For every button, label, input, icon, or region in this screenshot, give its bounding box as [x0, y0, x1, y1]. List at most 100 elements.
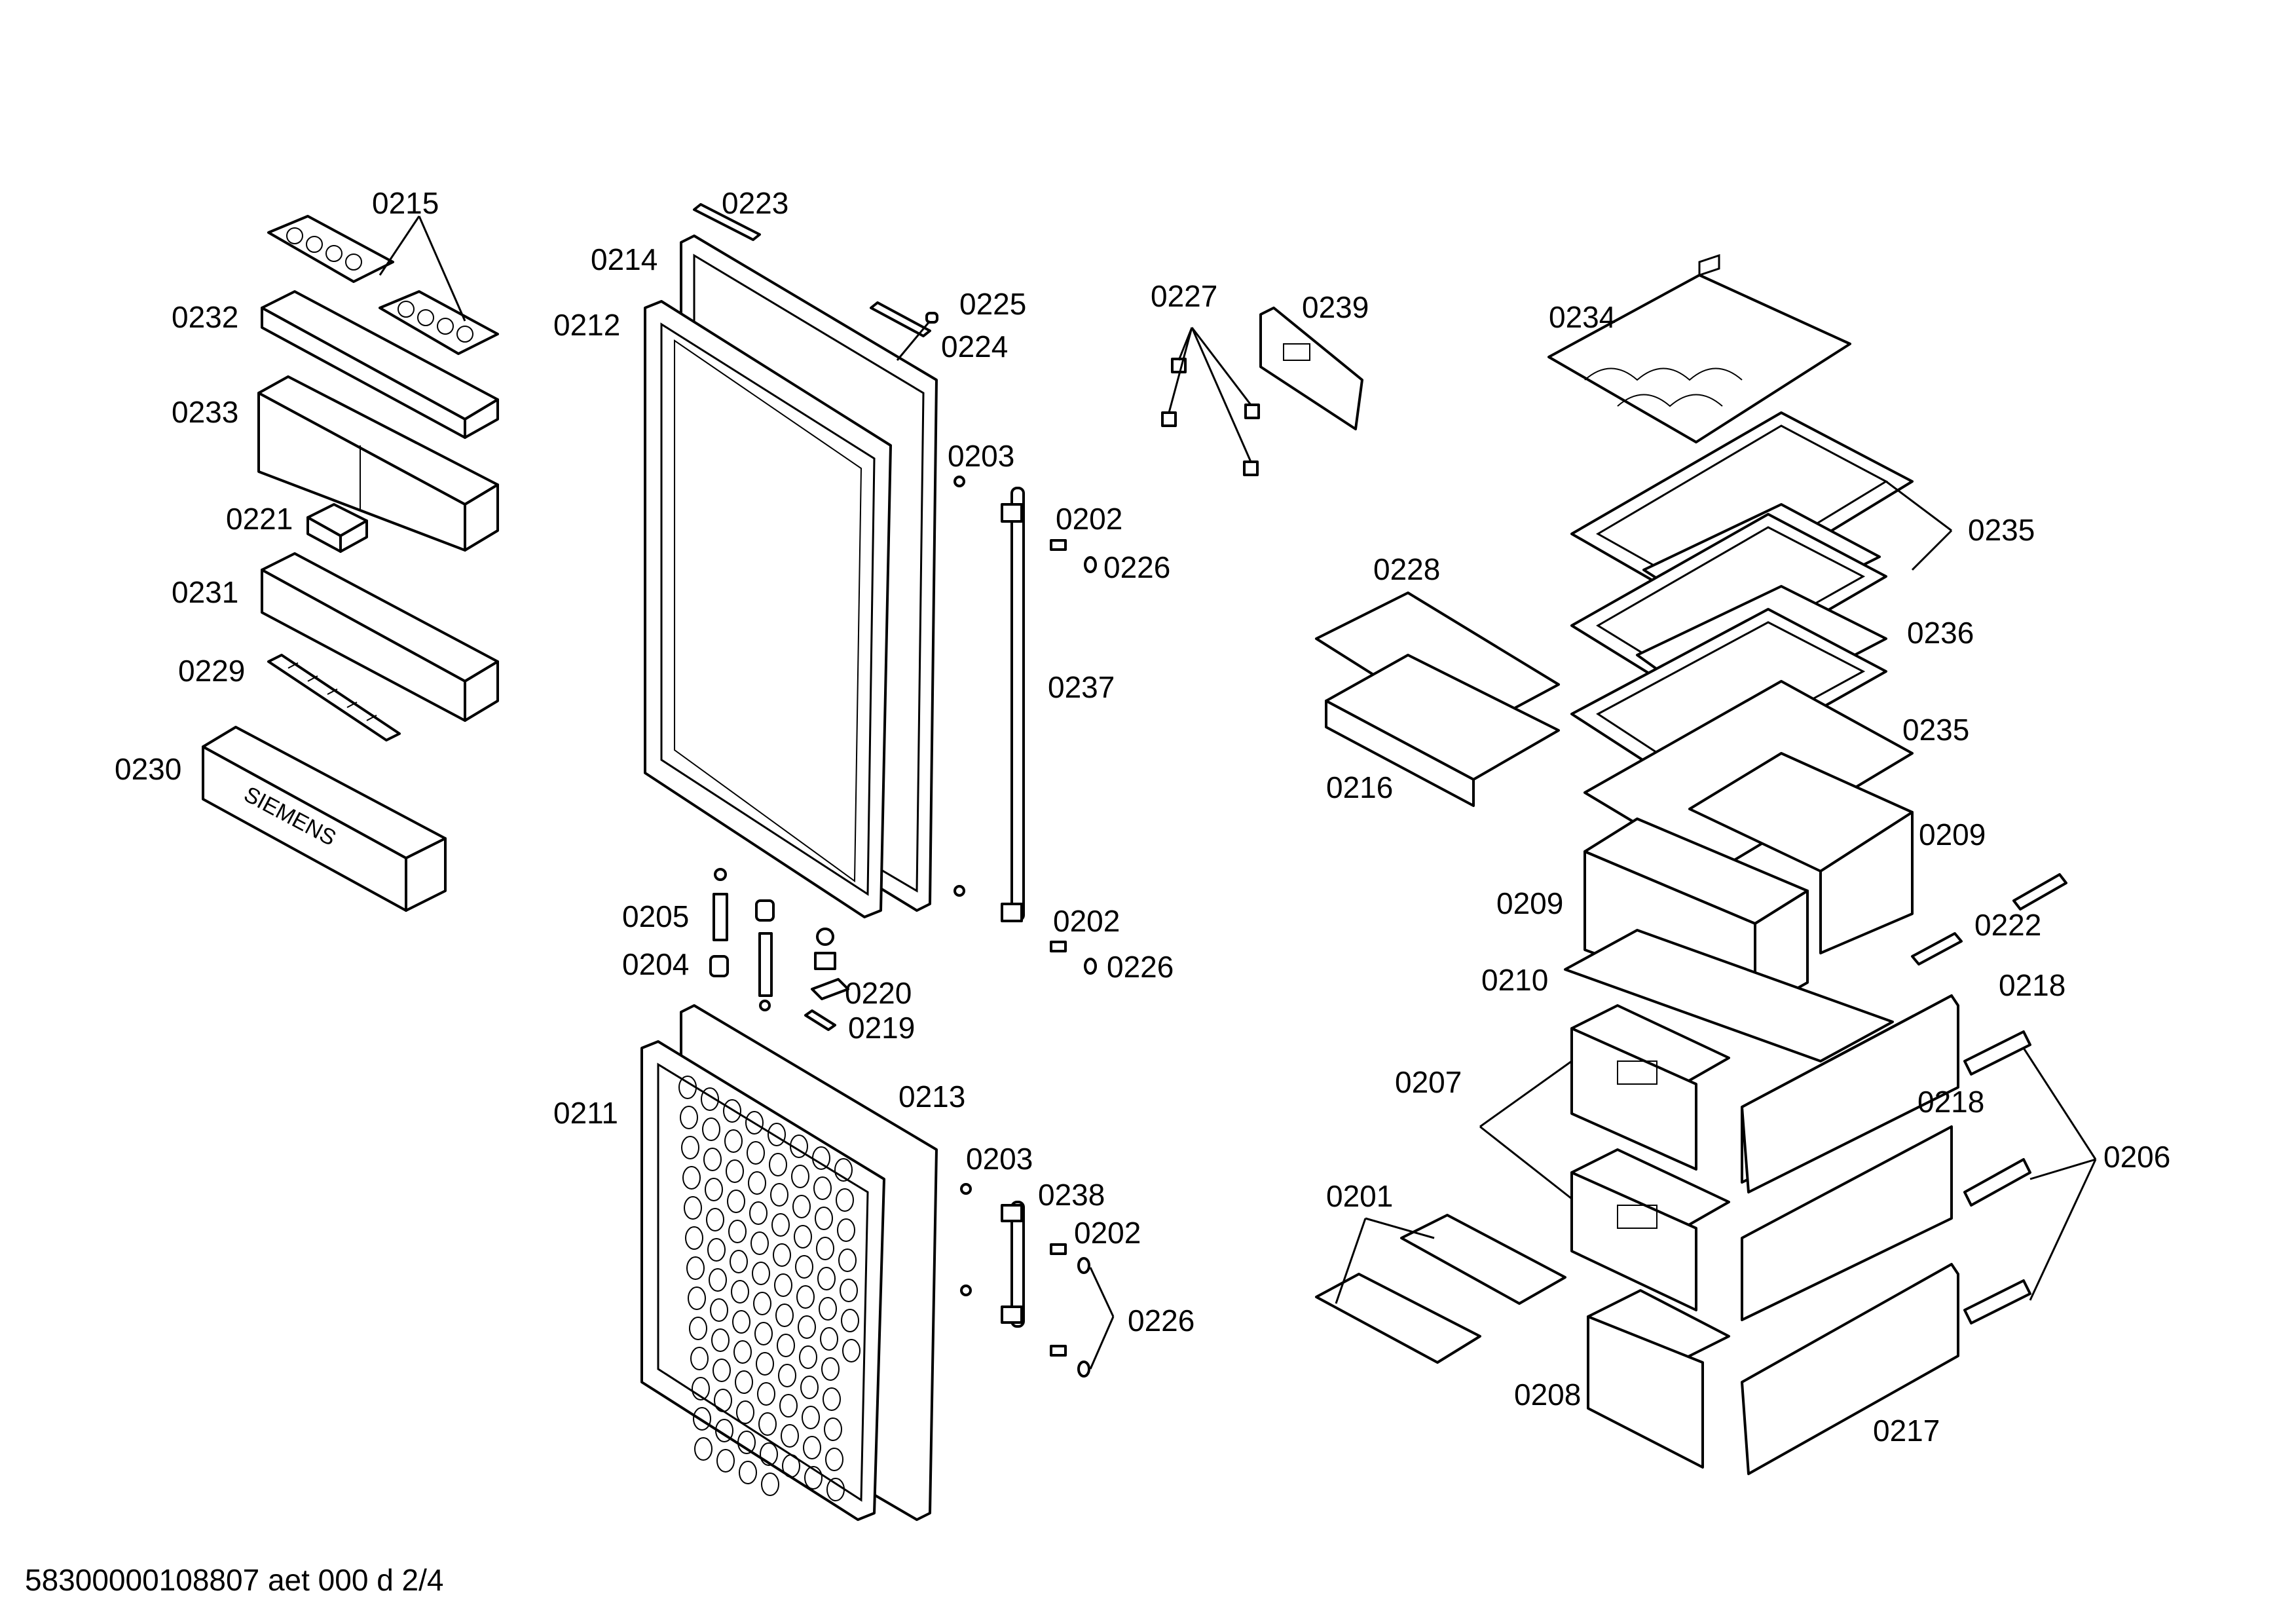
- dimple: [790, 1135, 808, 1158]
- butter-box-0221[interactable]: [306, 503, 368, 553]
- handle-strip-0206[interactable]: [1963, 1030, 2031, 1324]
- label-0222: 0222: [1974, 908, 2041, 942]
- dimple: [798, 1315, 816, 1339]
- label-0230: 0230: [115, 752, 181, 786]
- egg-tray-0215[interactable]: [267, 215, 499, 355]
- screw-0202-freezer[interactable]: [1050, 1243, 1067, 1357]
- door-shelf-0231[interactable]: [261, 552, 499, 722]
- dimple: [803, 1436, 821, 1459]
- handle-0237[interactable]: [1001, 487, 1025, 922]
- screw-0202-bottom[interactable]: [1050, 941, 1067, 952]
- dimple: [841, 1309, 859, 1332]
- dimple: [686, 1256, 705, 1280]
- dimple: [823, 1387, 841, 1411]
- label-0201: 0201: [1326, 1179, 1393, 1213]
- bottle-holder-0229[interactable]: [267, 654, 401, 741]
- label-0218-mid: 0218: [1917, 1085, 1984, 1119]
- bracket-0225[interactable]: [925, 312, 938, 324]
- dimple: [688, 1286, 706, 1310]
- dimple: [753, 1292, 771, 1315]
- dimple: [693, 1407, 711, 1431]
- door-gasket-0212[interactable]: [644, 300, 892, 918]
- dimple: [758, 1412, 777, 1436]
- hinge-pin-0205[interactable]: [713, 868, 728, 941]
- handle-0238[interactable]: [1001, 1201, 1025, 1328]
- dimple: [754, 1322, 773, 1345]
- dimple: [692, 1377, 710, 1400]
- label-0209-left: 0209: [1496, 886, 1563, 920]
- control-module-0239[interactable]: [1259, 307, 1363, 430]
- dimple: [726, 1159, 744, 1183]
- dimple: [745, 1111, 764, 1135]
- label-0203-top: 0203: [948, 439, 1014, 473]
- dimple: [821, 1357, 840, 1381]
- ice-drawer-0216[interactable]: [1315, 591, 1560, 807]
- leader-lines: [379, 216, 2097, 1370]
- dimple: [773, 1243, 791, 1267]
- freezer-drawer-0207-mid[interactable]: [1570, 1125, 1953, 1321]
- freezer-drawer-0208[interactable]: [1587, 1289, 1730, 1469]
- dimple: [728, 1220, 747, 1243]
- dimple: [703, 1148, 722, 1171]
- part-labels: 0215 0232 0233 0221 0231 0229 0230 0223 …: [115, 186, 2170, 1448]
- screw-0203-mid[interactable]: [954, 885, 965, 897]
- dimple: [756, 1352, 774, 1376]
- label-0233: 0233: [172, 395, 238, 429]
- screw-0203-top[interactable]: [954, 476, 965, 487]
- dimple: [716, 1449, 735, 1473]
- dimple: [820, 1327, 838, 1351]
- hinge-0220[interactable]: [811, 928, 849, 1000]
- bottle-rack-0234[interactable]: [1547, 253, 1851, 443]
- dimple: [739, 1461, 757, 1484]
- label-0218-top: 0218: [1999, 968, 2065, 1002]
- screw-0203-bottom[interactable]: [960, 1183, 972, 1296]
- drawer-front-0218-top[interactable]: [1741, 994, 1959, 1193]
- door-trim-0223[interactable]: [693, 203, 761, 241]
- cover-0219[interactable]: [804, 1009, 836, 1031]
- hinge-bolt[interactable]: [758, 932, 773, 1011]
- label-0212: 0212: [553, 308, 620, 342]
- dimple: [684, 1196, 702, 1220]
- bottle-shelf-0230[interactable]: SIEMENS: [202, 726, 447, 912]
- cap-0226-mid[interactable]: [1084, 958, 1097, 975]
- label-0239: 0239: [1302, 290, 1369, 324]
- dimple: [732, 1310, 750, 1334]
- door-shelf-0232[interactable]: [261, 290, 499, 439]
- label-0228: 0228: [1373, 552, 1440, 586]
- label-0205: 0205: [622, 899, 689, 933]
- label-0217: 0217: [1873, 1414, 1940, 1448]
- cap-0226-top[interactable]: [1084, 556, 1097, 573]
- dimple: [682, 1166, 701, 1190]
- dimple: [769, 1153, 787, 1176]
- label-0214: 0214: [591, 242, 657, 276]
- dimple: [731, 1280, 749, 1304]
- door-shelf-0233[interactable]: [257, 375, 499, 552]
- label-0207: 0207: [1395, 1065, 1462, 1099]
- crisper-0209-right[interactable]: [1688, 752, 1914, 954]
- dimple: [791, 1165, 809, 1188]
- screw-0202-top[interactable]: [1050, 539, 1067, 551]
- crisper-cover-0210[interactable]: [1564, 929, 1894, 1062]
- drawer-front-0217[interactable]: [1741, 1263, 1959, 1475]
- dimple: [757, 1382, 775, 1406]
- dimple: [781, 1424, 799, 1448]
- bushing-0204[interactable]: [709, 899, 775, 977]
- cap-0226-freezer[interactable]: [1077, 1257, 1090, 1378]
- label-0215: 0215: [372, 186, 439, 220]
- dimple: [749, 1201, 768, 1225]
- clips-0227[interactable]: [1161, 358, 1260, 476]
- label-0206: 0206: [2103, 1140, 2170, 1174]
- ice-tray-0201[interactable]: [1315, 1214, 1566, 1364]
- label-0211: 0211: [553, 1096, 618, 1130]
- dimple: [824, 1417, 842, 1441]
- trim-strip-0222[interactable]: [1911, 873, 2067, 966]
- dimple: [840, 1279, 858, 1302]
- label-0226-top: 0226: [1103, 550, 1170, 584]
- dimple: [774, 1273, 792, 1297]
- dimple: [747, 1141, 765, 1165]
- trim-0224[interactable]: [870, 301, 931, 337]
- label-0210: 0210: [1481, 963, 1548, 997]
- dimple: [723, 1099, 741, 1123]
- dimple: [707, 1238, 726, 1262]
